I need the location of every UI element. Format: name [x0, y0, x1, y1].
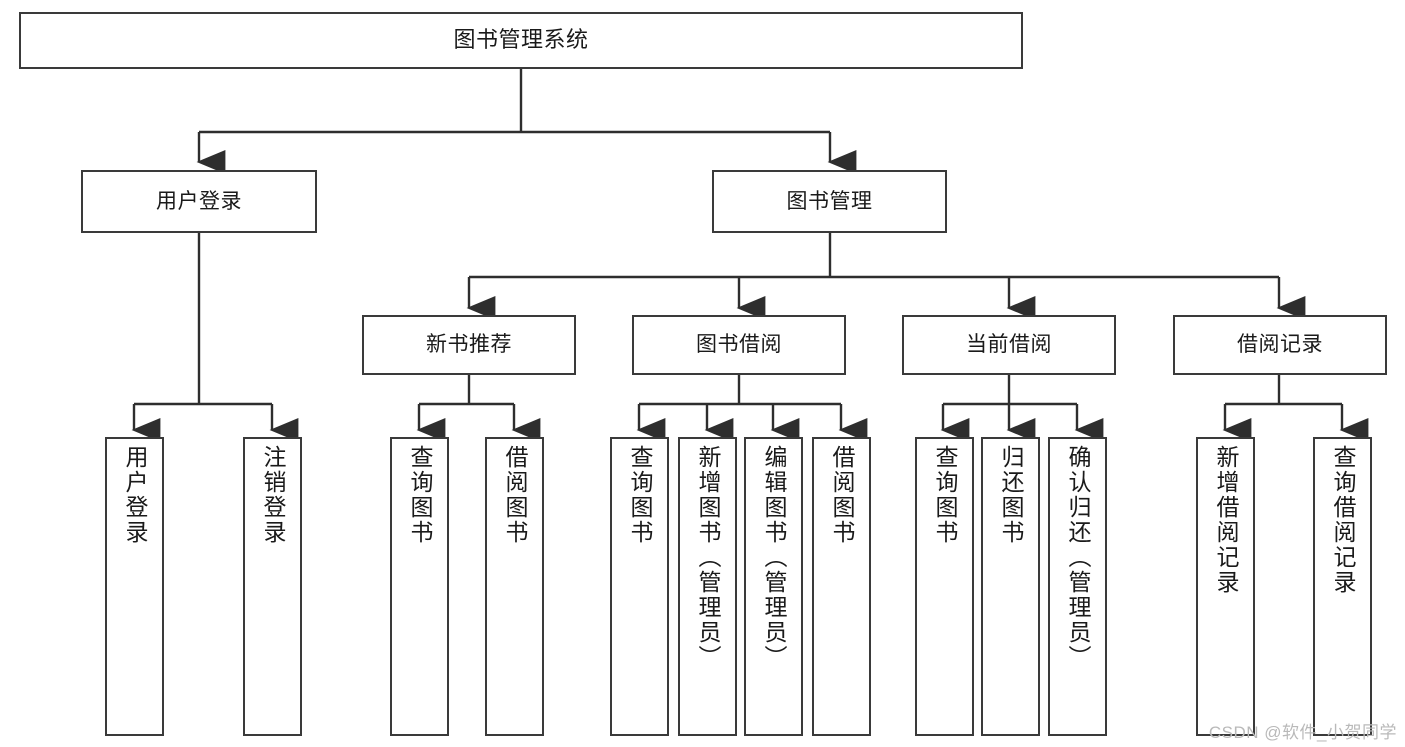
node-label: 用户登录 [122, 445, 148, 545]
node-label: 查询图书 [627, 445, 653, 545]
leaf-borrow-add-book-admin[interactable]: 新增图书（管理员） [678, 437, 737, 736]
node-label: 图书管理 [786, 189, 873, 213]
node-label: 编辑图书（管理员） [761, 445, 787, 670]
node-label: 图书借阅 [696, 333, 782, 357]
leaf-recommend-query-book[interactable]: 查询图书 [390, 437, 449, 736]
watermark-text: CSDN @软件_小贺同学 [1208, 723, 1397, 742]
node-borrow-record[interactable]: 借阅记录 [1173, 315, 1387, 375]
node-label: 新书推荐 [426, 333, 512, 357]
leaf-user-login[interactable]: 用户登录 [105, 437, 164, 736]
node-label: 确认归还（管理员） [1065, 445, 1091, 670]
node-root-system[interactable]: 图书管理系统 [19, 12, 1023, 69]
node-label: 查询图书 [932, 445, 958, 545]
node-label: 注销登录 [260, 445, 286, 545]
node-current-borrow[interactable]: 当前借阅 [902, 315, 1116, 375]
node-label: 借阅图书 [829, 445, 855, 545]
leaf-user-logout[interactable]: 注销登录 [243, 437, 302, 736]
node-new-book-recommend[interactable]: 新书推荐 [362, 315, 576, 375]
leaf-current-confirm-return-admin[interactable]: 确认归还（管理员） [1048, 437, 1107, 736]
node-label: 当前借阅 [966, 333, 1052, 357]
node-label: 新增借阅记录 [1213, 445, 1239, 595]
leaf-recommend-borrow-book[interactable]: 借阅图书 [485, 437, 544, 736]
leaf-borrow-query-book[interactable]: 查询图书 [610, 437, 669, 736]
node-label: 归还图书 [998, 445, 1024, 545]
node-book-management[interactable]: 图书管理 [712, 170, 947, 233]
leaf-record-add-record[interactable]: 新增借阅记录 [1196, 437, 1255, 736]
node-label: 借阅记录 [1237, 333, 1323, 357]
node-user-login[interactable]: 用户登录 [81, 170, 317, 233]
node-label: 查询图书 [407, 445, 433, 545]
leaf-current-return-book[interactable]: 归还图书 [981, 437, 1040, 736]
node-book-borrow[interactable]: 图书借阅 [632, 315, 846, 375]
leaf-current-query-book[interactable]: 查询图书 [915, 437, 974, 736]
leaf-borrow-borrow-book[interactable]: 借阅图书 [812, 437, 871, 736]
node-label: 查询借阅记录 [1330, 445, 1356, 595]
node-label: 用户登录 [156, 189, 242, 213]
node-label: 借阅图书 [502, 445, 528, 545]
node-label: 新增图书（管理员） [695, 445, 721, 670]
leaf-borrow-edit-book-admin[interactable]: 编辑图书（管理员） [744, 437, 803, 736]
leaf-record-query-record[interactable]: 查询借阅记录 [1313, 437, 1372, 736]
node-label: 图书管理系统 [453, 27, 589, 53]
